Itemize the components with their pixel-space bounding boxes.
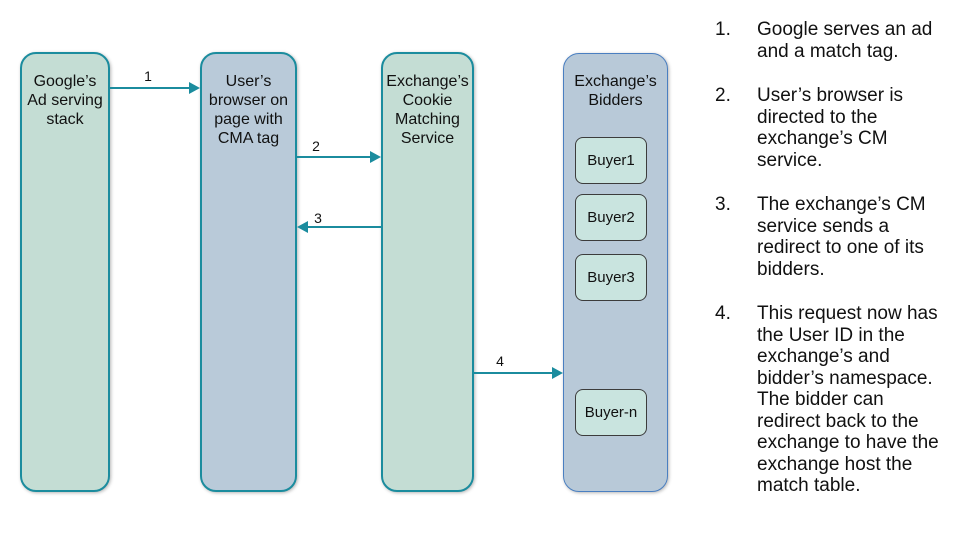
buyer-box-1: Buyer1 xyxy=(575,137,647,184)
step-number: 1. xyxy=(715,19,731,40)
buyer-box-2-label: Buyer2 xyxy=(587,209,635,226)
flow-arrow-3 xyxy=(297,221,381,233)
lane-exchange-bidders-label: Exchange’s Bidders xyxy=(574,73,657,109)
arrowhead-left-icon xyxy=(297,221,308,233)
buyer-box-2: Buyer2 xyxy=(575,194,647,241)
step-number: 4. xyxy=(715,303,731,324)
flow-arrow-1 xyxy=(110,82,200,94)
step-number: 3. xyxy=(715,194,731,215)
arrowhead-right-icon xyxy=(370,151,381,163)
flow-arrow-2 xyxy=(297,151,381,163)
lane-exchange-cm-service-label: Exchange’s Cookie Matching Service xyxy=(386,73,469,147)
step-text: User’s browser is directed to the exchan… xyxy=(757,85,904,171)
steps-list: 1. Google serves an ad and a match tag. … xyxy=(715,19,943,520)
step-item-2: 2. User’s browser is directed to the exc… xyxy=(715,85,943,171)
arrow-number-1: 1 xyxy=(144,68,152,84)
buyer-box-3: Buyer3 xyxy=(575,254,647,301)
step-item-1: 1. Google serves an ad and a match tag. xyxy=(715,19,943,62)
lane-exchange-bidders: Exchange’s Bidders Buyer1 Buyer2 Buyer3 … xyxy=(563,53,668,492)
arrow-number-4: 4 xyxy=(496,353,504,369)
step-text: The exchange’s CM service sends a redire… xyxy=(757,194,926,280)
step-item-4: 4. This request now has the User ID in t… xyxy=(715,303,943,497)
step-text: This request now has the User ID in the … xyxy=(757,303,939,496)
arrowhead-right-icon xyxy=(552,367,563,379)
step-number: 2. xyxy=(715,85,731,106)
lane-user-browser-label: User’s browser on page with CMA tag xyxy=(208,73,289,147)
lane-exchange-cm-service: Exchange’s Cookie Matching Service xyxy=(381,52,474,492)
lane-user-browser: User’s browser on page with CMA tag xyxy=(200,52,297,492)
arrow-number-2: 2 xyxy=(312,138,320,154)
arrowhead-right-icon xyxy=(189,82,200,94)
buyer-box-n: Buyer-n xyxy=(575,389,647,436)
flow-arrow-4 xyxy=(473,367,563,379)
step-text: Google serves an ad and a match tag. xyxy=(757,19,933,62)
buyer-box-n-label: Buyer-n xyxy=(584,404,638,421)
lane-google-ad-stack-label: Google’s Ad serving stack xyxy=(27,73,103,128)
step-item-3: 3. The exchange’s CM service sends a red… xyxy=(715,194,943,280)
buyer-box-1-label: Buyer1 xyxy=(587,152,635,169)
buyer-box-3-label: Buyer3 xyxy=(587,269,635,286)
lane-google-ad-stack: Google’s Ad serving stack xyxy=(20,52,110,492)
arrow-number-3: 3 xyxy=(314,210,322,226)
